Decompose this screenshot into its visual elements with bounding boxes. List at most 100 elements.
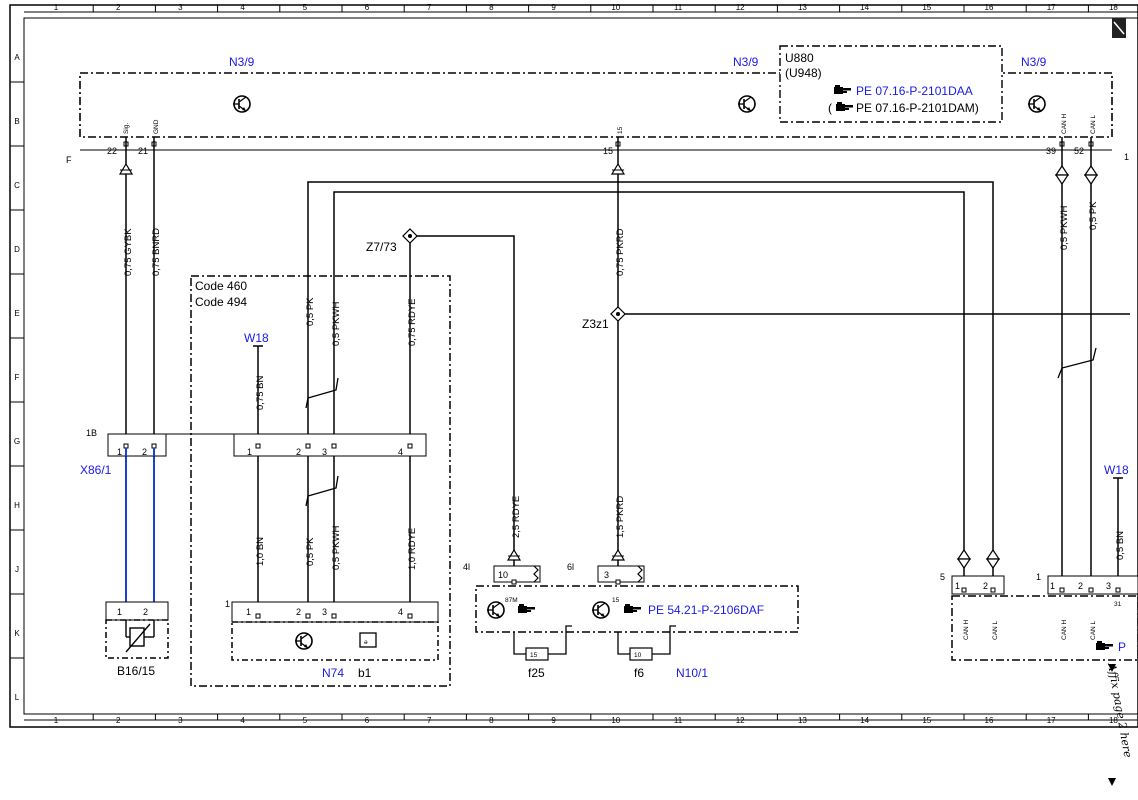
fuse-icon xyxy=(525,647,653,661)
svg-text:3: 3 xyxy=(1106,581,1111,591)
svg-text:0,75 GYBK: 0,75 GYBK xyxy=(123,228,134,276)
grid-col-label: 8 xyxy=(489,3,494,12)
w18-left-label: W18 xyxy=(244,331,269,345)
svg-text:2: 2 xyxy=(983,581,988,591)
svg-text:15: 15 xyxy=(603,146,613,156)
inner-frame xyxy=(23,17,1138,715)
b16-15-box xyxy=(105,619,169,659)
svg-text:0,75 RDYE: 0,75 RDYE xyxy=(407,298,418,346)
grid-col-label: 9 xyxy=(551,3,556,12)
grid-col-label: 14 xyxy=(860,3,869,12)
grid-row-label: J xyxy=(15,565,19,574)
grid-col-label: 13 xyxy=(798,716,807,725)
ref-daa: PE 07.16-P-2101DAA xyxy=(856,84,973,98)
n74-unit-icon xyxy=(359,632,377,648)
svg-text:0,5 PKWH: 0,5 PKWH xyxy=(331,302,342,346)
grid-col-label: 17 xyxy=(1047,716,1056,725)
svg-text:1,0 RDYE: 1,0 RDYE xyxy=(407,528,418,570)
grid-col-label: 11 xyxy=(674,716,683,725)
grid-col-label: 3 xyxy=(178,716,183,725)
ref-daf: PE 54.21-P-2106DAF xyxy=(648,603,764,617)
thermistor-icon xyxy=(125,620,155,653)
wires-black xyxy=(125,137,1130,616)
svg-text:1: 1 xyxy=(1036,572,1041,582)
grid-row-label: G xyxy=(14,437,20,446)
grid-row-label: C xyxy=(14,181,20,190)
svg-text:CAN L: CAN L xyxy=(992,620,999,640)
n10-1-label: N10/1 xyxy=(676,666,708,680)
svg-text:CAN H: CAN H xyxy=(1061,113,1068,134)
grid-col-label: 8 xyxy=(489,716,494,725)
grid-col-label: 12 xyxy=(736,716,745,725)
svg-text:10: 10 xyxy=(634,652,642,659)
grid-col-label: 1 xyxy=(54,3,59,12)
svg-text:21: 21 xyxy=(138,146,148,156)
svg-text:0,5 PK: 0,5 PK xyxy=(305,537,316,566)
grid-col-label: 2 xyxy=(116,716,121,725)
grid-col-label: 12 xyxy=(736,3,745,12)
svg-text:1: 1 xyxy=(117,447,122,457)
grid-col-label: 3 xyxy=(178,3,183,12)
conn-f-label: F xyxy=(66,155,72,165)
svg-text:1: 1 xyxy=(225,599,230,609)
svg-text:0,75 BNRD: 0,75 BNRD xyxy=(151,228,162,276)
svg-text:0,75 BN: 0,75 BN xyxy=(255,376,266,410)
grid-row-label: B xyxy=(14,117,19,126)
svg-text:1: 1 xyxy=(246,607,251,617)
grid-col-label: 16 xyxy=(985,3,994,12)
svg-text:4l: 4l xyxy=(463,562,470,572)
grid-row-label: L xyxy=(15,693,20,702)
grid-col-label: 10 xyxy=(611,716,620,725)
svg-text:0,5 PK: 0,5 PK xyxy=(1088,201,1099,230)
svg-text:15: 15 xyxy=(612,597,620,604)
grid-col-label: 6 xyxy=(365,716,370,725)
grid-col-label: 1 xyxy=(54,716,59,725)
svg-text:1,0 BN: 1,0 BN xyxy=(255,537,266,566)
ref-dam: PE 07.16-P-2101DAM) xyxy=(856,101,979,115)
grid-col-label: 2 xyxy=(116,3,121,12)
svg-text:1B: 1B xyxy=(86,428,97,438)
grid-col-label: 5 xyxy=(303,3,308,12)
right-module-box xyxy=(951,595,1138,661)
grid-col-label: 15 xyxy=(922,716,931,725)
grid-col-label: 6 xyxy=(365,3,370,12)
f6-label: f6 xyxy=(634,666,644,680)
svg-text:2,5 RDYE: 2,5 RDYE xyxy=(511,496,522,538)
svg-text:2: 2 xyxy=(296,607,301,617)
svg-text:3: 3 xyxy=(604,570,609,580)
n39-mid-label: N3/9 xyxy=(733,55,759,69)
grid-col-label: 18 xyxy=(1109,716,1118,725)
svg-text:0,75 PKRD: 0,75 PKRD xyxy=(615,228,626,276)
svg-text:1: 1 xyxy=(1050,581,1055,591)
code-box xyxy=(190,275,451,687)
grid-col-label: 9 xyxy=(551,716,556,725)
svg-text:39: 39 xyxy=(1046,146,1056,156)
svg-text:31: 31 xyxy=(1114,601,1122,608)
grid-col-label: 15 xyxy=(922,3,931,12)
svg-text:CAN L: CAN L xyxy=(1090,114,1097,134)
grid-col-label: 4 xyxy=(240,3,245,12)
code-494: Code 494 xyxy=(195,295,247,309)
u948-label: (U948) xyxy=(785,66,822,80)
connector-g-right xyxy=(233,433,427,457)
grid-col-label: 14 xyxy=(860,716,869,725)
svg-text:3: 3 xyxy=(322,447,327,457)
grid-col-label: 17 xyxy=(1047,3,1056,12)
n10-1-box xyxy=(475,585,799,633)
splice-z7-73: Z7/73 xyxy=(366,240,397,254)
svg-text:0,5 PKWH: 0,5 PKWH xyxy=(1059,206,1070,250)
outer-frame xyxy=(9,4,1138,728)
n74-label: N74 xyxy=(322,666,344,680)
n39-module-box xyxy=(79,72,1113,138)
svg-text:0,5 BN: 0,5 BN xyxy=(1115,531,1126,560)
svg-text:Sig.: Sig. xyxy=(123,123,130,134)
svg-text:1: 1 xyxy=(117,607,122,617)
grid-col-label: 11 xyxy=(674,3,683,12)
svg-text:5: 5 xyxy=(940,572,945,582)
twist-marks xyxy=(305,347,1097,507)
n39-left-label: N3/9 xyxy=(229,55,255,69)
grid-row-label: K xyxy=(14,629,20,638)
svg-text:15: 15 xyxy=(617,126,624,134)
svg-text:2: 2 xyxy=(142,447,147,457)
